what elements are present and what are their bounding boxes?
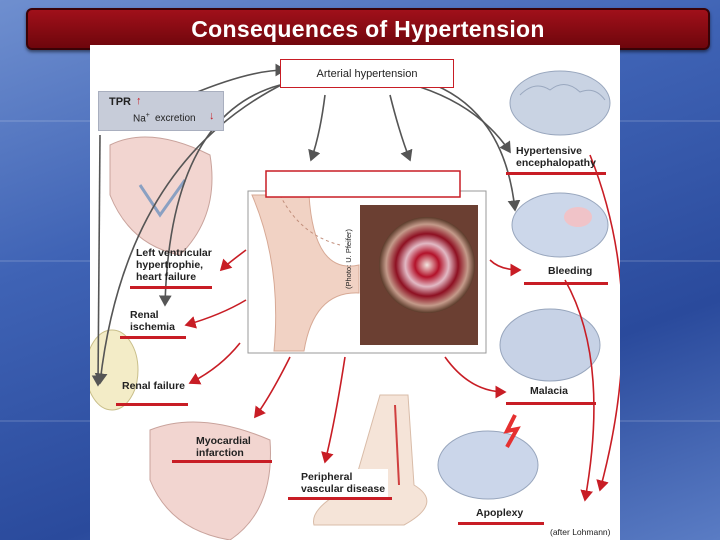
renal-failure-label: Renal failure: [122, 380, 186, 392]
slide-title: Consequences of Hypertension: [191, 15, 545, 42]
apoplexy-label: Apoplexy: [476, 507, 524, 519]
red-arrows: [184, 154, 620, 502]
slide-title-bar: Consequences of Hypertension: [26, 8, 710, 50]
bleeding-label: Bleeding: [548, 265, 593, 277]
malacia-label: Malacia: [530, 385, 568, 397]
underline: [288, 497, 392, 500]
underline: [506, 402, 596, 405]
arrow-up-icon: ↑: [136, 95, 142, 107]
excretion-label: excretion: [155, 113, 196, 124]
brain-illustration: [437, 414, 539, 500]
tpr-box: TPR ↑ Na+ excretion ↓: [98, 91, 224, 131]
lv-hypertrophy-label: Left ventricular hypertrophie, heart fai…: [136, 247, 212, 283]
underline: [458, 522, 544, 525]
underline: [130, 286, 212, 289]
renal-ischemia-label: Renal ischemia: [130, 309, 175, 333]
peripheral-vascular-disease-label: Peripheral vascular disease: [298, 469, 389, 497]
brain-illustration: [499, 308, 601, 382]
blank-label-box: [265, 170, 461, 198]
source-credit: (after Lohmann): [550, 527, 611, 537]
tpr-label: TPR: [109, 96, 131, 108]
na-label: Na+: [133, 112, 150, 125]
arrow-down-icon: ↓: [209, 110, 215, 122]
underline: [116, 403, 188, 406]
arterial-hypertension-label: Arterial hypertension: [316, 67, 418, 80]
arterial-hypertension-box: Arterial hypertension: [280, 59, 454, 88]
brain-illustration: [511, 192, 609, 258]
artery-section-illustration: [247, 190, 487, 354]
arrows: [91, 63, 521, 387]
diagram-panel: Arterial hypertension TPR ↑ Na+ excretio…: [90, 45, 620, 540]
leg-illustration: [313, 394, 428, 526]
underline: [524, 282, 608, 285]
photo-credit: (Photo: U. Pfeifer): [344, 228, 353, 289]
underline: [506, 172, 606, 175]
diagram-canvas: [90, 63, 620, 540]
hypertensive-encephalopathy-label: Hypertensive encephalopathy: [516, 145, 596, 169]
underline: [120, 336, 186, 339]
underline: [172, 460, 272, 463]
myocardial-infarction-label: Myocardial infarction: [196, 435, 251, 459]
heart-illustration: [109, 136, 213, 256]
heart-illustration: [149, 421, 271, 540]
kidney-illustration: [90, 329, 139, 411]
brain-illustration: [509, 70, 611, 136]
